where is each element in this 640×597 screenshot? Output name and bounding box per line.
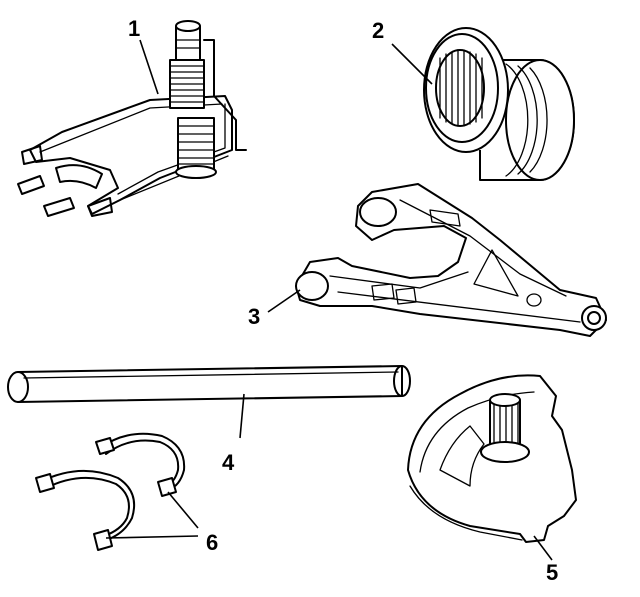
leader-lines xyxy=(105,39,553,561)
callout-5: 5 xyxy=(546,560,559,585)
part-6-retaining-clips xyxy=(35,432,186,551)
callout-3: 3 xyxy=(248,304,261,329)
part-4-shift-rail xyxy=(7,365,411,403)
callout-1: 1 xyxy=(128,16,141,41)
part-1-shift-fork-with-spring xyxy=(17,20,247,217)
callout-6: 6 xyxy=(206,530,219,555)
leader-3 xyxy=(267,289,301,313)
leader-1 xyxy=(139,39,159,95)
part-3-shift-lever xyxy=(295,183,607,337)
leader-6a xyxy=(167,491,199,529)
callout-2: 2 xyxy=(372,18,385,43)
leader-2 xyxy=(391,43,433,85)
leader-5 xyxy=(533,535,553,561)
part-5-detent-plate xyxy=(407,374,577,543)
leader-6b xyxy=(105,535,199,539)
leader-4 xyxy=(239,393,245,439)
part-2-synchronizer-sleeve xyxy=(423,27,575,181)
callout-4: 4 xyxy=(222,450,235,475)
